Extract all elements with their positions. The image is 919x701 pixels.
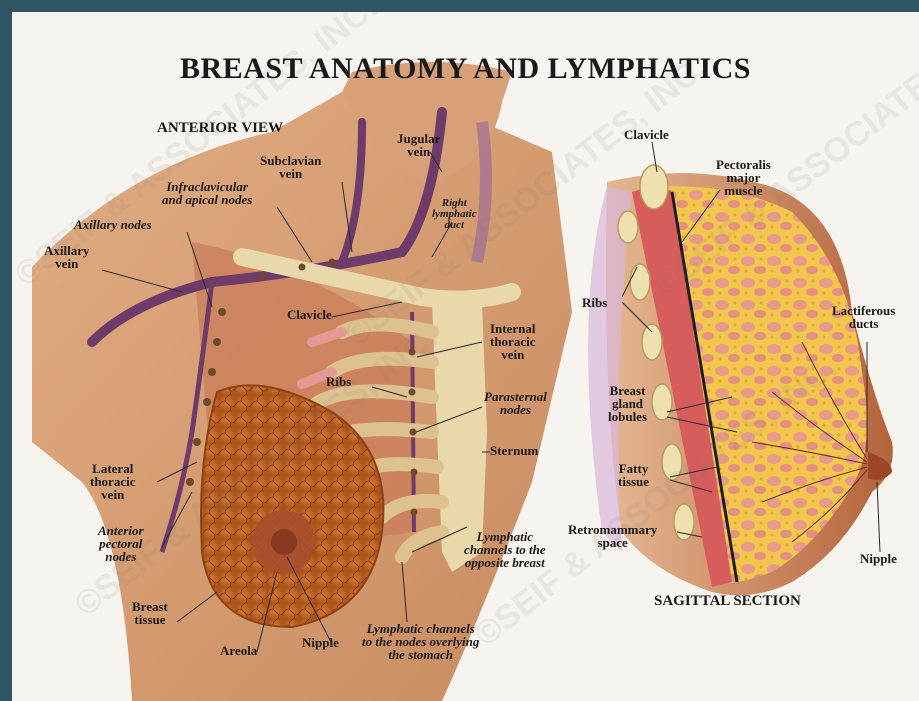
label-nipple-anterior: Nipple [302,636,339,649]
label-right-lymphatic-duct: Right lymphatic duct [432,198,477,231]
label-infraclavicular-nodes: Infraclavicular and apical nodes [162,180,252,206]
illustration-panel: ©SEIF & ASSOCIATES, INC. ©SEIF & ASSOCIA… [12,12,919,701]
label-breast-gland-lobules: Breast gland lobules [608,384,647,423]
label-axillary-nodes: Axillary nodes [74,218,152,231]
label-subclavian-vein: Subclavian vein [260,154,321,180]
label-anterior-pectoral-nodes: Anterior pectoral nodes [98,524,144,563]
label-retromammary-space: Retromammary space [568,523,657,549]
sagittal-section-heading: SAGITTAL SECTION [654,593,801,610]
label-clavicle-anterior: Clavicle [287,308,332,321]
label-clavicle-sagittal: Clavicle [624,128,669,141]
label-lymphatic-opposite-breast: Lymphatic channels to the opposite breas… [464,530,546,569]
label-nipple-sagittal: Nipple [860,552,897,565]
label-pectoralis-major: Pectoralis major muscle [716,158,771,197]
label-internal-thoracic-vein: Internal thoracic vein [490,322,536,361]
label-ribs-anterior: Ribs [326,375,351,388]
label-lateral-thoracic-vein: Lateral thoracic vein [90,462,135,501]
label-breast-tissue: Breast tissue [132,600,168,626]
anterior-view-heading: ANTERIOR VIEW [157,120,283,137]
label-fatty-tissue: Fatty tissue [618,462,649,488]
label-ribs-sagittal: Ribs [582,296,607,309]
label-areola: Areola [220,644,257,657]
label-sternum: Sternum [490,444,538,457]
label-parasternal-nodes: Parasternal nodes [484,390,547,416]
label-jugular-vein: Jugular vein [397,132,440,158]
label-axillary-vein: Axillary vein [44,244,90,270]
label-lymphatic-stomach: Lymphatic channels to the nodes overlyin… [362,622,479,661]
diagram-title: BREAST ANATOMY AND LYMPHATICS [12,52,919,86]
label-lactiferous-ducts: Lactiferous ducts [832,304,895,330]
